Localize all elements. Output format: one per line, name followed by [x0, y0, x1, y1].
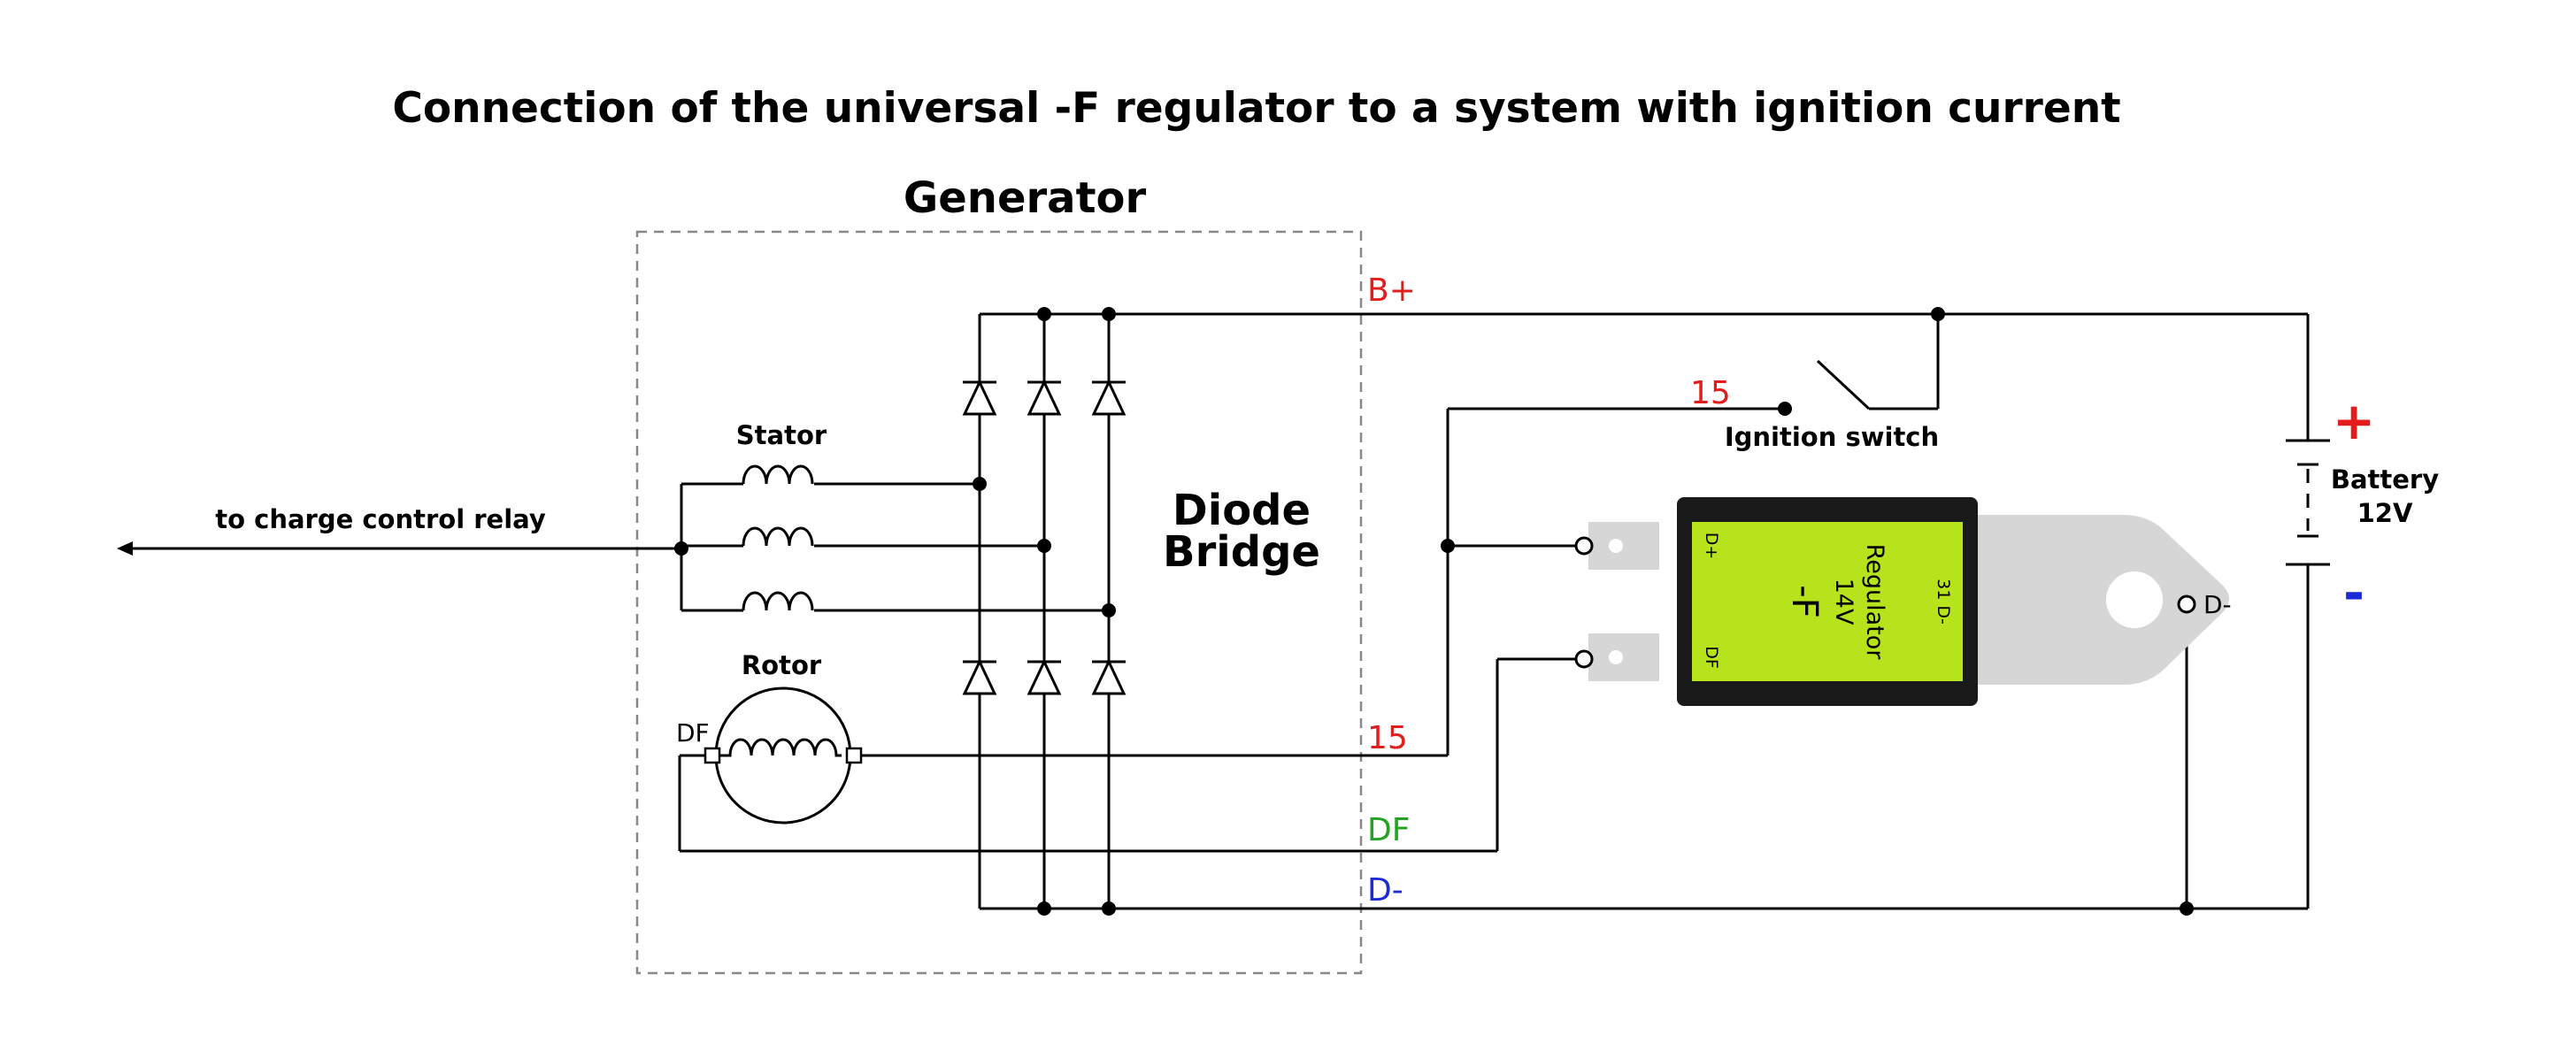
regulator-label-line1: Regulator: [1861, 544, 1888, 661]
regulator-pin-d-plus: D+: [1702, 533, 1721, 560]
regulator-unit: [1588, 497, 2229, 706]
stator-label: Stator: [736, 420, 827, 450]
generator-box: [635, 230, 1363, 975]
regulator-terminal-df: [1574, 649, 1594, 669]
charge-relay-label: to charge control relay: [215, 504, 546, 534]
regulator-label-line3: -F: [1784, 585, 1825, 617]
stator-coils: [742, 464, 814, 611]
battery-minus: -: [2343, 563, 2365, 623]
rotor-symbol: [704, 686, 863, 824]
rotor-df-label: DF: [676, 718, 710, 748]
diagram-title: Connection of the universal -F regulator…: [392, 84, 2120, 133]
terminal-b-plus: B+: [1367, 272, 1416, 309]
battery-label-line2: 12V: [2357, 498, 2413, 528]
battery-plus: +: [2333, 391, 2376, 451]
diode-symbols: [962, 379, 1127, 695]
ignition-switch-label: Ignition switch: [1725, 422, 1939, 452]
battery-symbol: [2286, 439, 2330, 566]
diode-bridge-label-line1: Diode: [1173, 486, 1311, 535]
generator-label: Generator: [904, 173, 1147, 223]
battery-label-line1: Battery: [2331, 464, 2439, 495]
regulator-terminal-d-plus: [1574, 536, 1594, 556]
terminal-15-generator: 15: [1367, 720, 1408, 756]
terminal-d-minus: D-: [1367, 872, 1403, 909]
regulator-pin-31: 31 D-: [1934, 579, 1953, 625]
regulator-tab-label: D-: [2203, 590, 2232, 619]
diode-bridge-label-line2: Bridge: [1163, 527, 1320, 577]
regulator-label-line2: 14V: [1830, 579, 1857, 625]
terminal-15-top: 15: [1690, 375, 1731, 411]
junction-dots: [674, 307, 2194, 916]
regulator-terminal-d-minus: [2177, 594, 2196, 614]
regulator-pin-df: DF: [1702, 646, 1721, 669]
terminal-df: DF: [1367, 812, 1410, 848]
rotor-label: Rotor: [742, 650, 822, 680]
